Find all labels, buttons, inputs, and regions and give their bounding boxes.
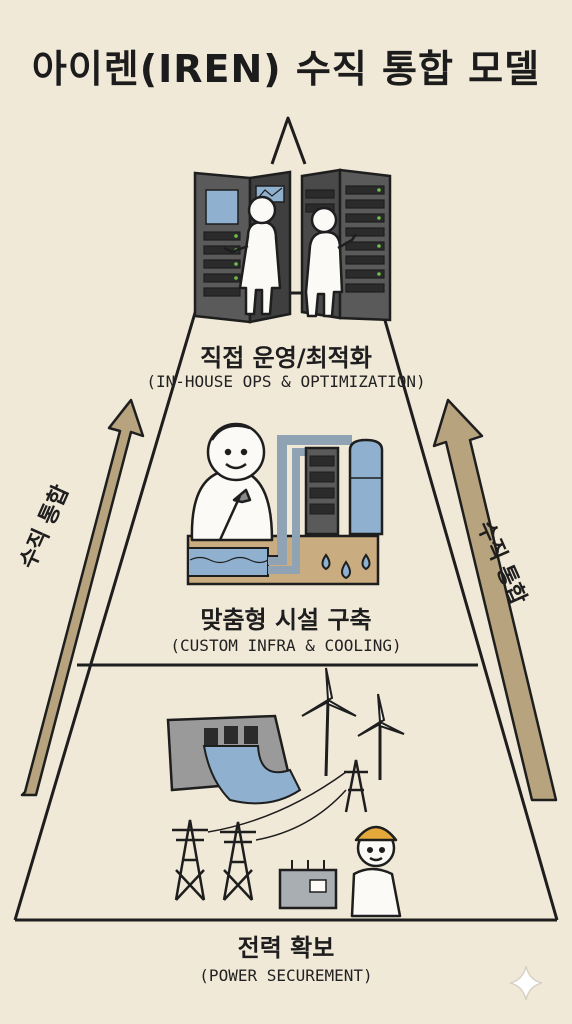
tier-top-label: 직접 운영/최적화	[200, 344, 372, 372]
transformer-icon	[278, 860, 338, 910]
tier-middle-label: 맞춤형 시설 구축	[200, 606, 372, 634]
hardhat-worker-icon	[350, 825, 402, 918]
left-vertical-arrow	[20, 398, 145, 797]
page-title: 아이렌(IREN) 수직 통합 모델	[31, 47, 541, 91]
power-tower-icon	[172, 759, 368, 901]
cooling-tank-icon	[304, 438, 384, 536]
tier-bottom-label: 전력 확보	[237, 934, 335, 962]
hydro-dam-icon	[166, 714, 302, 805]
wind-turbine-icon	[301, 667, 405, 780]
engineer-wrench-icon	[190, 422, 274, 542]
sparkle-icon	[509, 965, 543, 1001]
tier-middle-sublabel: (CUSTOM INFRA & COOLING)	[170, 636, 402, 655]
tier-bottom-sublabel: (POWER SECUREMENT)	[199, 966, 373, 985]
technician-icon	[223, 195, 282, 316]
water-drop-icon	[321, 553, 371, 580]
technician-icon	[304, 206, 358, 318]
tier-top-sublabel: (IN-HOUSE OPS & OPTIMIZATION)	[146, 372, 426, 391]
pipes	[268, 435, 352, 574]
right-vertical-arrow	[432, 398, 558, 802]
